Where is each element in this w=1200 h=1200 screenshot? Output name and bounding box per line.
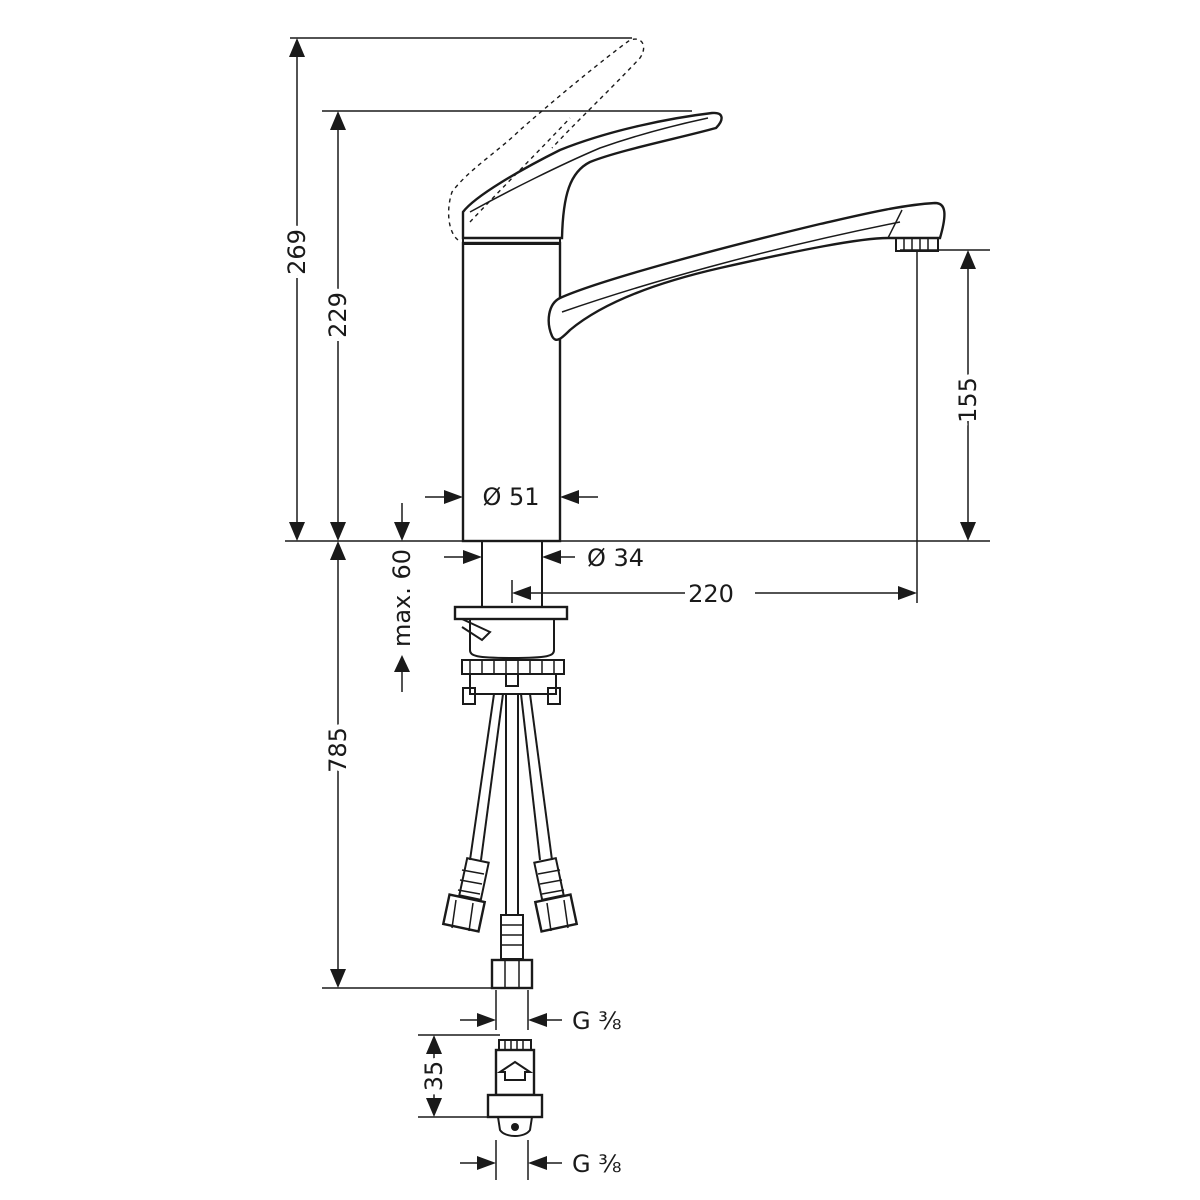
lever-handle-raised (447, 38, 645, 241)
extension-lines (285, 37, 990, 989)
dim-155 (960, 250, 976, 541)
right-hose-fitting (533, 856, 579, 933)
dim-g-thread-top (460, 990, 562, 1030)
dim-g-thread-bottom (460, 1140, 562, 1180)
dim-label-diameter-51: Ø 51 (482, 483, 539, 511)
dim-785 (330, 541, 346, 988)
dim-label-229: 229 (324, 292, 352, 338)
dim-diameter-51 (425, 490, 598, 504)
dim-diameter-34 (444, 550, 575, 564)
left-hose-fitting (441, 856, 490, 933)
spout (547, 201, 946, 341)
dim-label-35: 35 (420, 1061, 448, 1092)
dim-label-785: 785 (324, 727, 352, 773)
dim-label-269: 269 (283, 229, 311, 275)
center-hose-fitting (490, 914, 534, 990)
dim-label-max-60: max. 60 (388, 549, 416, 647)
dim-label-220: 220 (688, 580, 734, 608)
dim-269 (289, 38, 305, 541)
dim-35 (418, 1034, 500, 1118)
dim-label-g-thread-top: G ⅜ (572, 1007, 622, 1035)
lever-handle (461, 111, 723, 240)
dim-label-diameter-34: Ø 34 (587, 544, 644, 572)
check-valve (486, 1039, 544, 1137)
supply-hoses (441, 693, 579, 990)
dim-229 (330, 111, 346, 541)
dim-max-60 (394, 503, 410, 692)
dim-label-g-thread-bottom: G ⅜ (572, 1150, 622, 1178)
dim-220 (511, 580, 917, 603)
shank (453, 540, 569, 705)
dim-label-155: 155 (954, 377, 982, 423)
